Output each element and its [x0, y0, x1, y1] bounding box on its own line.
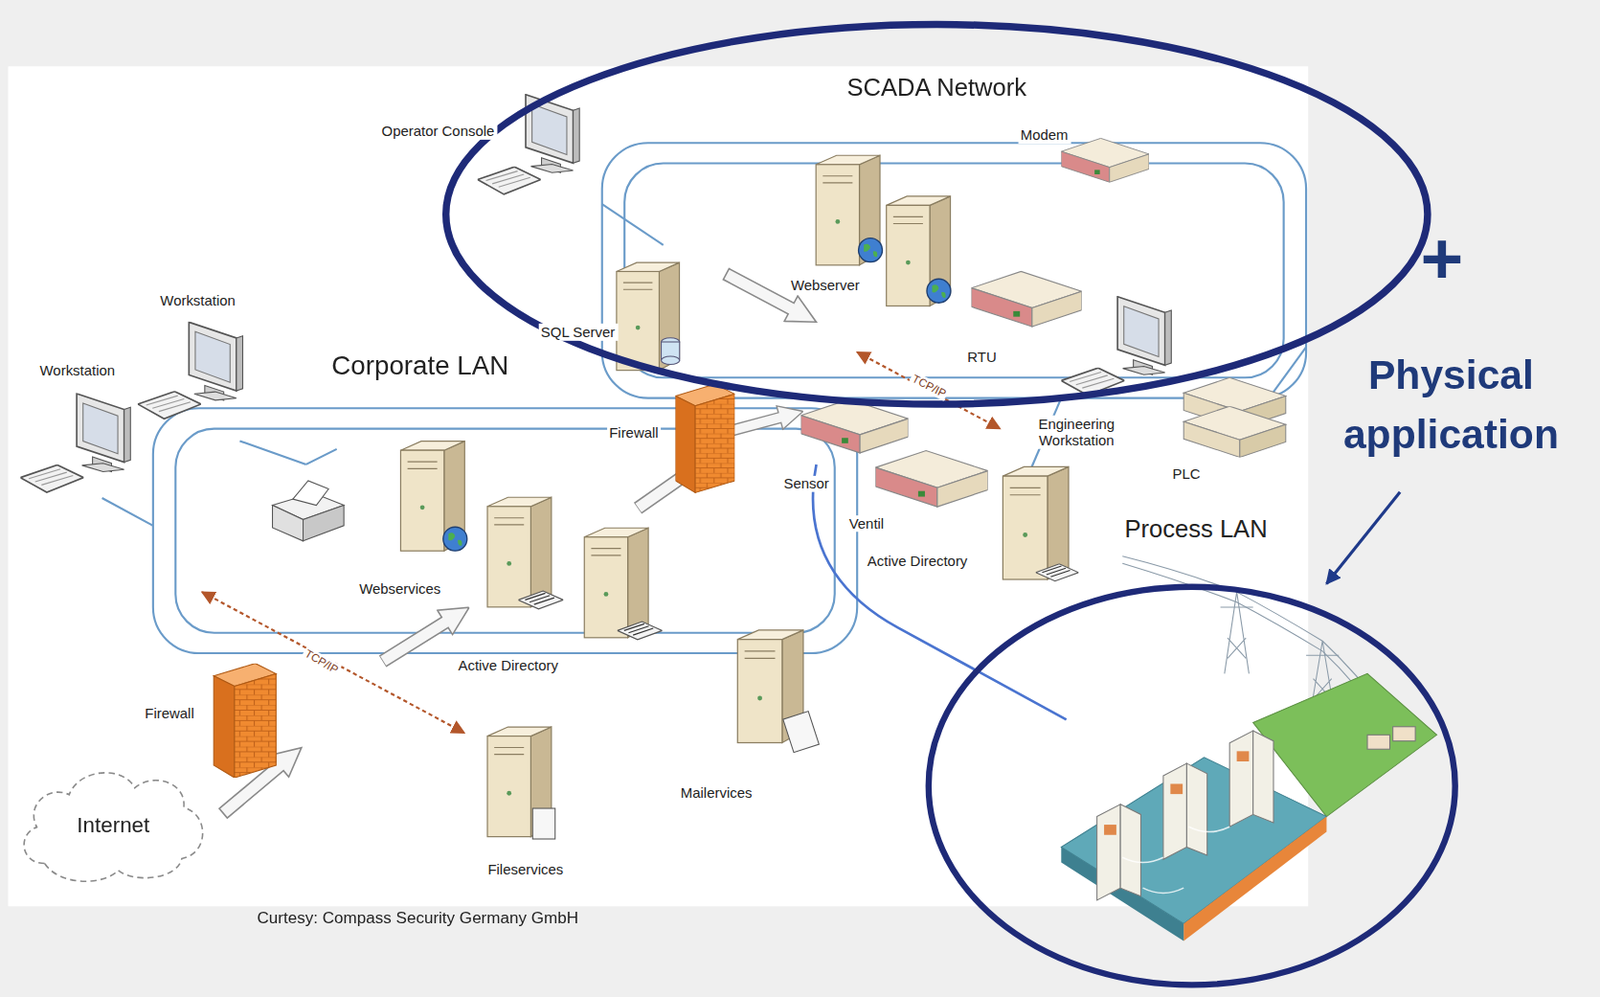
device-label: Ventil	[847, 515, 887, 532]
scada-network-region: SCADA Network	[441, 20, 1432, 408]
device-label: Firewall	[607, 424, 661, 441]
physical-application-outline	[928, 586, 1456, 986]
device-label: Fileservices	[485, 860, 565, 878]
device-label: +	[1419, 216, 1464, 301]
device-label: SQL Server	[539, 323, 618, 340]
internet-cloud: Internet	[15, 760, 212, 888]
device-label: Workstation	[157, 292, 238, 309]
device-label: Physical application	[1313, 344, 1590, 464]
device-label: Firewall	[142, 704, 197, 722]
callout-arrow	[1326, 492, 1400, 585]
devices	[20, 94, 1285, 839]
device-label: Sensor	[781, 475, 832, 493]
device-label: Webservices	[357, 580, 443, 597]
device-label: RTU	[965, 348, 999, 365]
cloud-label: Internet	[76, 811, 150, 837]
device-label: Workstation	[37, 361, 117, 379]
device-label: Active Directory	[455, 656, 561, 674]
device-label: PLC	[1170, 465, 1202, 482]
cloud-shape	[23, 772, 203, 881]
diagram-ground	[8, 66, 1309, 906]
device-label: Operator Console	[379, 122, 496, 139]
device-label: Modem	[1018, 126, 1071, 143]
region-title: SCADA Network	[441, 73, 1432, 103]
device-label: Engineering Workstation	[1023, 415, 1130, 449]
device-label: Process LAN	[1122, 514, 1270, 542]
network-cables	[102, 142, 1308, 654]
dam-illustration	[1060, 673, 1437, 941]
device-label: Corporate LAN	[329, 351, 511, 383]
device-label: Curtesy: Compass Security Germany GmbH	[257, 909, 579, 929]
device-label: Active Directory	[865, 553, 970, 570]
device-label: Webserver	[788, 276, 862, 293]
tcpip-arrows	[202, 352, 1000, 734]
device-label: Mailervices	[678, 785, 755, 802]
